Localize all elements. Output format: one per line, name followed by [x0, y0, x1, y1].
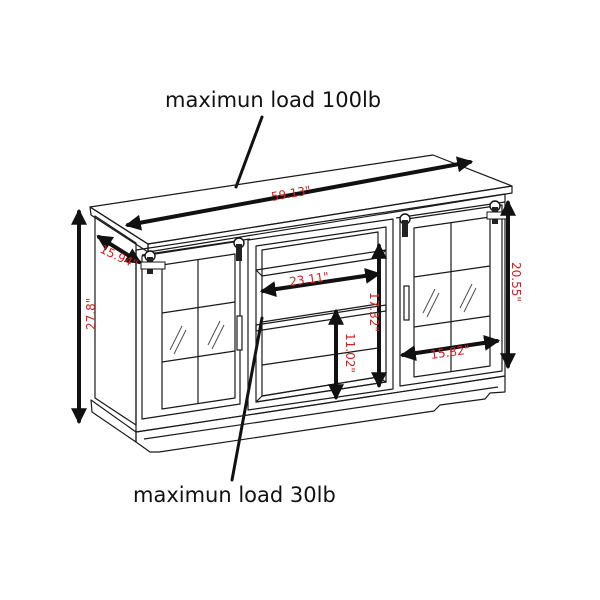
- top-load-callout: maximun load 100lb: [165, 88, 381, 112]
- tv-stand-drawing: [89, 154, 513, 453]
- center-height-label: 17.32": [367, 292, 381, 332]
- width-label: 59.13": [270, 183, 312, 204]
- bottom-load-callout: maximun load 30lb: [133, 483, 336, 507]
- side-height-label: 20.55": [509, 262, 523, 302]
- center-width-arrow: [259, 267, 382, 298]
- depth-arrow: [96, 235, 142, 264]
- top-surface: [89, 154, 513, 245]
- base-front: [135, 375, 506, 453]
- center-width-label: 23.11": [288, 270, 329, 289]
- depth-label: 15.94": [98, 242, 140, 272]
- side-width-arrow: [399, 334, 501, 362]
- right-barn-hardware: [395, 200, 510, 237]
- left-barn-hardware: [140, 237, 251, 274]
- bottom-callout-leader: [230, 316, 264, 482]
- lower-height-label: 11.02": [343, 333, 357, 373]
- width-arrow: [124, 156, 474, 231]
- dimension-arrows: [71, 156, 516, 425]
- left-door: [141, 240, 243, 420]
- top-callout-leader: [234, 115, 264, 189]
- top-left-edge: [89, 206, 149, 253]
- base-left: [90, 399, 137, 443]
- top-front-edge: [147, 185, 513, 253]
- side-width-label: 15.82": [429, 343, 470, 362]
- overall-height-label: 27.8": [84, 298, 98, 330]
